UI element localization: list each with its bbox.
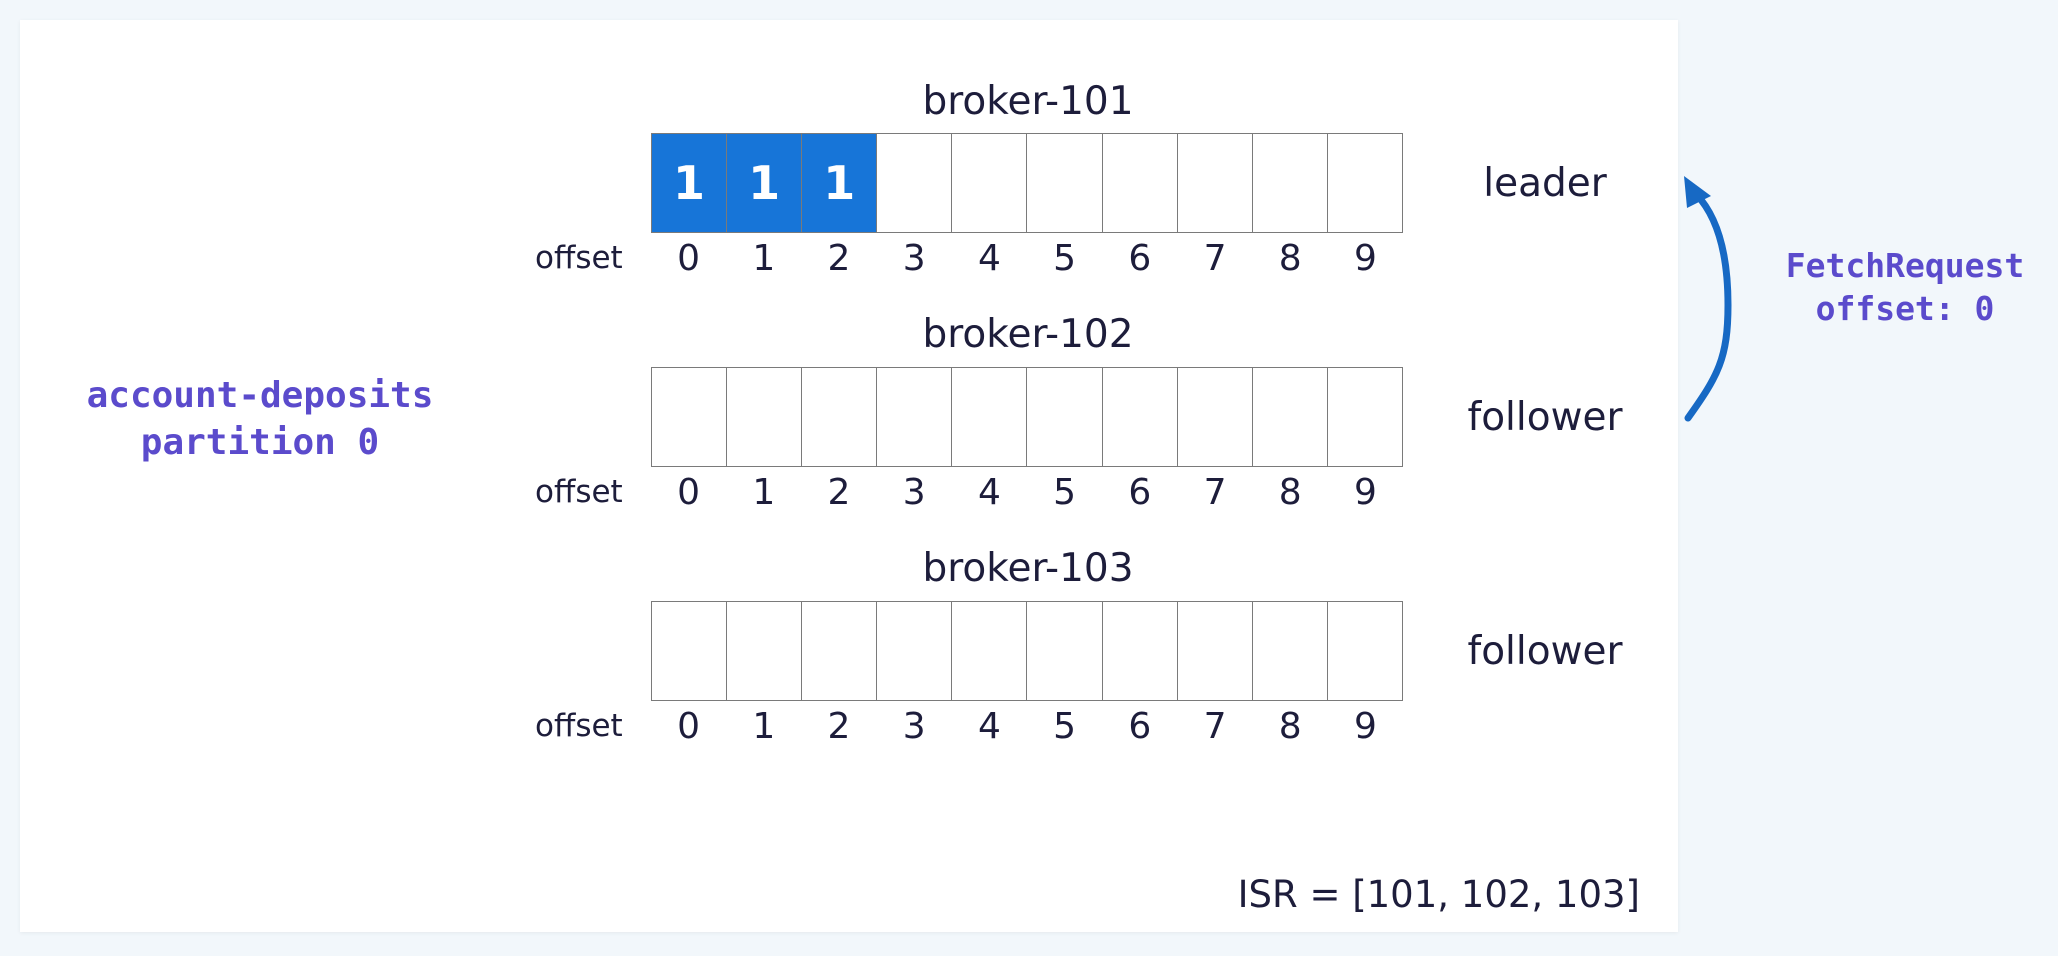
offset-number: 9: [1353, 706, 1377, 747]
offset-numbers: 0 1 2 3 4 5 6 7 8 9: [651, 709, 1403, 745]
log-cell: [1027, 602, 1103, 700]
broker-role: leader: [1483, 161, 1607, 206]
log-cells: [651, 367, 1403, 467]
broker-title: broker-102: [922, 312, 1134, 357]
offset-number: 3: [902, 706, 926, 747]
offset-numbers: 0 1 2 3 4 5 6 7 8 9: [651, 241, 1403, 277]
arrow-head: [1684, 176, 1711, 208]
log-cell: [877, 602, 953, 700]
partition-label: account-deposits partition 0: [60, 372, 460, 466]
log-cell: [652, 602, 728, 700]
log-cell: [952, 602, 1028, 700]
partition-number: partition 0: [140, 422, 380, 463]
offset-label: offset: [535, 474, 623, 510]
log-cell: [952, 368, 1028, 466]
log-cell: [1103, 134, 1178, 232]
offset-number: 0: [677, 706, 701, 747]
offset-number: 9: [1353, 238, 1377, 279]
offset-number: 7: [1203, 238, 1227, 279]
log-cell: 1: [652, 134, 728, 232]
log-cell: [1027, 368, 1103, 466]
fetch-request-label: FetchRequest offset: 0: [1765, 244, 2045, 330]
log-cell: [877, 134, 953, 232]
offset-number: 2: [827, 472, 851, 513]
log-cell: [1027, 134, 1103, 232]
offset-label: offset: [535, 708, 623, 744]
offset-number: 1: [752, 472, 776, 513]
log-cell: [802, 602, 878, 700]
offset-number: 8: [1278, 238, 1302, 279]
offset-number: 6: [1128, 706, 1152, 747]
broker-role: follower: [1467, 629, 1623, 674]
isr-label: ISR = [101, 102, 103]: [1237, 873, 1640, 916]
log-cell: [1178, 134, 1253, 232]
log-cell: [1253, 134, 1328, 232]
log-cell: [1103, 602, 1178, 700]
offset-number: 2: [827, 706, 851, 747]
log-cell: [1178, 368, 1253, 466]
log-cell: [1253, 368, 1328, 466]
log-cell: [1103, 368, 1178, 466]
log-cell: 1: [727, 134, 803, 232]
offset-number: 3: [902, 238, 926, 279]
partition-topic: account-deposits: [86, 375, 434, 416]
offset-label: offset: [535, 240, 623, 276]
offset-numbers: 0 1 2 3 4 5 6 7 8 9: [651, 475, 1403, 511]
broker-title: broker-103: [922, 546, 1134, 591]
offset-number: 5: [1053, 238, 1077, 279]
log-cell: [802, 368, 878, 466]
offset-number: 0: [677, 238, 701, 279]
offset-number: 8: [1278, 706, 1302, 747]
fetch-request-title: FetchRequest: [1785, 246, 2025, 285]
log-cell: [952, 134, 1028, 232]
offset-number: 9: [1353, 472, 1377, 513]
broker-title: broker-101: [922, 79, 1134, 124]
offset-number: 4: [977, 706, 1001, 747]
log-cell: [877, 368, 953, 466]
broker-role: follower: [1467, 395, 1623, 440]
arrow-shaft: [1684, 190, 1732, 422]
log-cell: [727, 602, 803, 700]
log-cell: [1253, 602, 1328, 700]
log-cells: [651, 601, 1403, 701]
offset-number: 4: [977, 472, 1001, 513]
offset-number: 8: [1278, 472, 1302, 513]
offset-number: 5: [1053, 472, 1077, 513]
offset-number: 6: [1128, 472, 1152, 513]
offset-number: 6: [1128, 238, 1152, 279]
offset-number: 3: [902, 472, 926, 513]
log-cell: [1178, 602, 1253, 700]
offset-number: 7: [1203, 472, 1227, 513]
log-cell: [727, 368, 803, 466]
offset-number: 2: [827, 238, 851, 279]
offset-number: 1: [752, 238, 776, 279]
log-cell: 1: [802, 134, 878, 232]
offset-number: 0: [677, 472, 701, 513]
log-cells: 1 1 1: [651, 133, 1403, 233]
offset-number: 1: [752, 706, 776, 747]
log-cell: [652, 368, 728, 466]
offset-number: 4: [977, 238, 1001, 279]
fetch-request-offset: offset: 0: [1815, 289, 1995, 328]
offset-number: 5: [1053, 706, 1077, 747]
offset-number: 7: [1203, 706, 1227, 747]
